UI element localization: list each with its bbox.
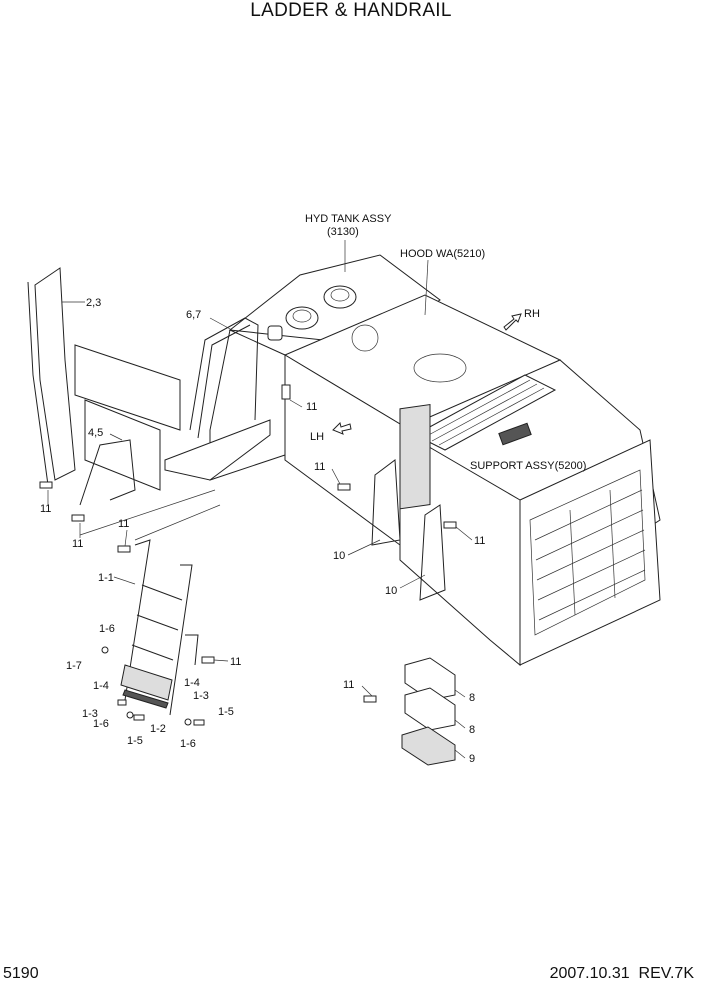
page-title: LADDER & HANDRAIL xyxy=(250,0,452,21)
steps xyxy=(401,657,456,766)
callout-hyd-tank-code: (3130) xyxy=(327,226,359,238)
lh-arrow-icon xyxy=(332,422,352,435)
date-revision: 2007.10.31 REV.7K xyxy=(550,965,694,983)
page-number: 5190 xyxy=(3,965,39,982)
callout-1-6-c: 1-6 xyxy=(180,738,196,750)
ladder-assembly xyxy=(120,539,199,716)
revision-code: REV.7K xyxy=(638,965,694,982)
callout-11-e: 11 xyxy=(118,518,129,530)
callout-rh: RH xyxy=(524,308,540,320)
left-deck xyxy=(74,344,271,491)
direction-arrows xyxy=(332,313,522,435)
leader-lines xyxy=(47,240,473,759)
hardware-bolts xyxy=(39,384,457,726)
callout-1-6-b: 1-6 xyxy=(93,718,109,730)
callout-hood: HOOD WA(5210) xyxy=(400,248,485,260)
handrail-10 xyxy=(371,459,446,601)
callout-4-5: 4,5 xyxy=(88,427,103,439)
callout-11-c: 11 xyxy=(40,503,51,515)
handrail-6-7 xyxy=(189,317,259,439)
callout-11-d: 11 xyxy=(72,538,83,550)
callout-1-5-b: 1-5 xyxy=(127,735,143,747)
handrail-4-5 xyxy=(79,439,136,506)
rh-arrow-icon xyxy=(503,313,522,331)
callout-1-4-b: 1-4 xyxy=(184,677,200,689)
callout-1-5-a: 1-5 xyxy=(218,706,234,718)
callout-1-3-b: 1-3 xyxy=(82,708,98,720)
callout-hyd-tank: HYD TANK ASSY xyxy=(305,213,392,225)
callout-10-b: 10 xyxy=(385,585,397,597)
callout-1-3-a: 1-3 xyxy=(193,690,209,702)
callout-11-h: 11 xyxy=(343,679,354,691)
callout-11-f: 11 xyxy=(474,535,485,547)
callout-10-a: 10 xyxy=(333,550,345,562)
callout-1-6-a: 1-6 xyxy=(99,623,115,635)
callout-9: 9 xyxy=(469,753,475,765)
callout-2-3: 2,3 xyxy=(86,297,101,309)
callout-11-b: 11 xyxy=(314,461,325,473)
callout-labels: HYD TANK ASSY (3130) HOOD WA(5210) RH LH… xyxy=(40,213,586,765)
callout-1-7: 1-7 xyxy=(66,660,82,672)
callout-1-2: 1-2 xyxy=(150,723,166,735)
machine-body xyxy=(209,254,661,667)
callout-lh: LH xyxy=(310,431,324,443)
callout-6-7: 6,7 xyxy=(186,309,201,321)
callout-8-a: 8 xyxy=(469,692,475,704)
callout-1-4-a: 1-4 xyxy=(93,680,109,692)
callout-11-a: 11 xyxy=(306,401,317,413)
callout-1-1: 1-1 xyxy=(98,572,114,584)
callout-support: SUPPORT ASSY(5200) xyxy=(470,460,586,472)
handrail-2-3 xyxy=(27,267,76,486)
revision-date: 2007.10.31 xyxy=(549,965,630,982)
callout-11-g: 11 xyxy=(230,656,241,668)
callout-8-b: 8 xyxy=(469,724,475,736)
